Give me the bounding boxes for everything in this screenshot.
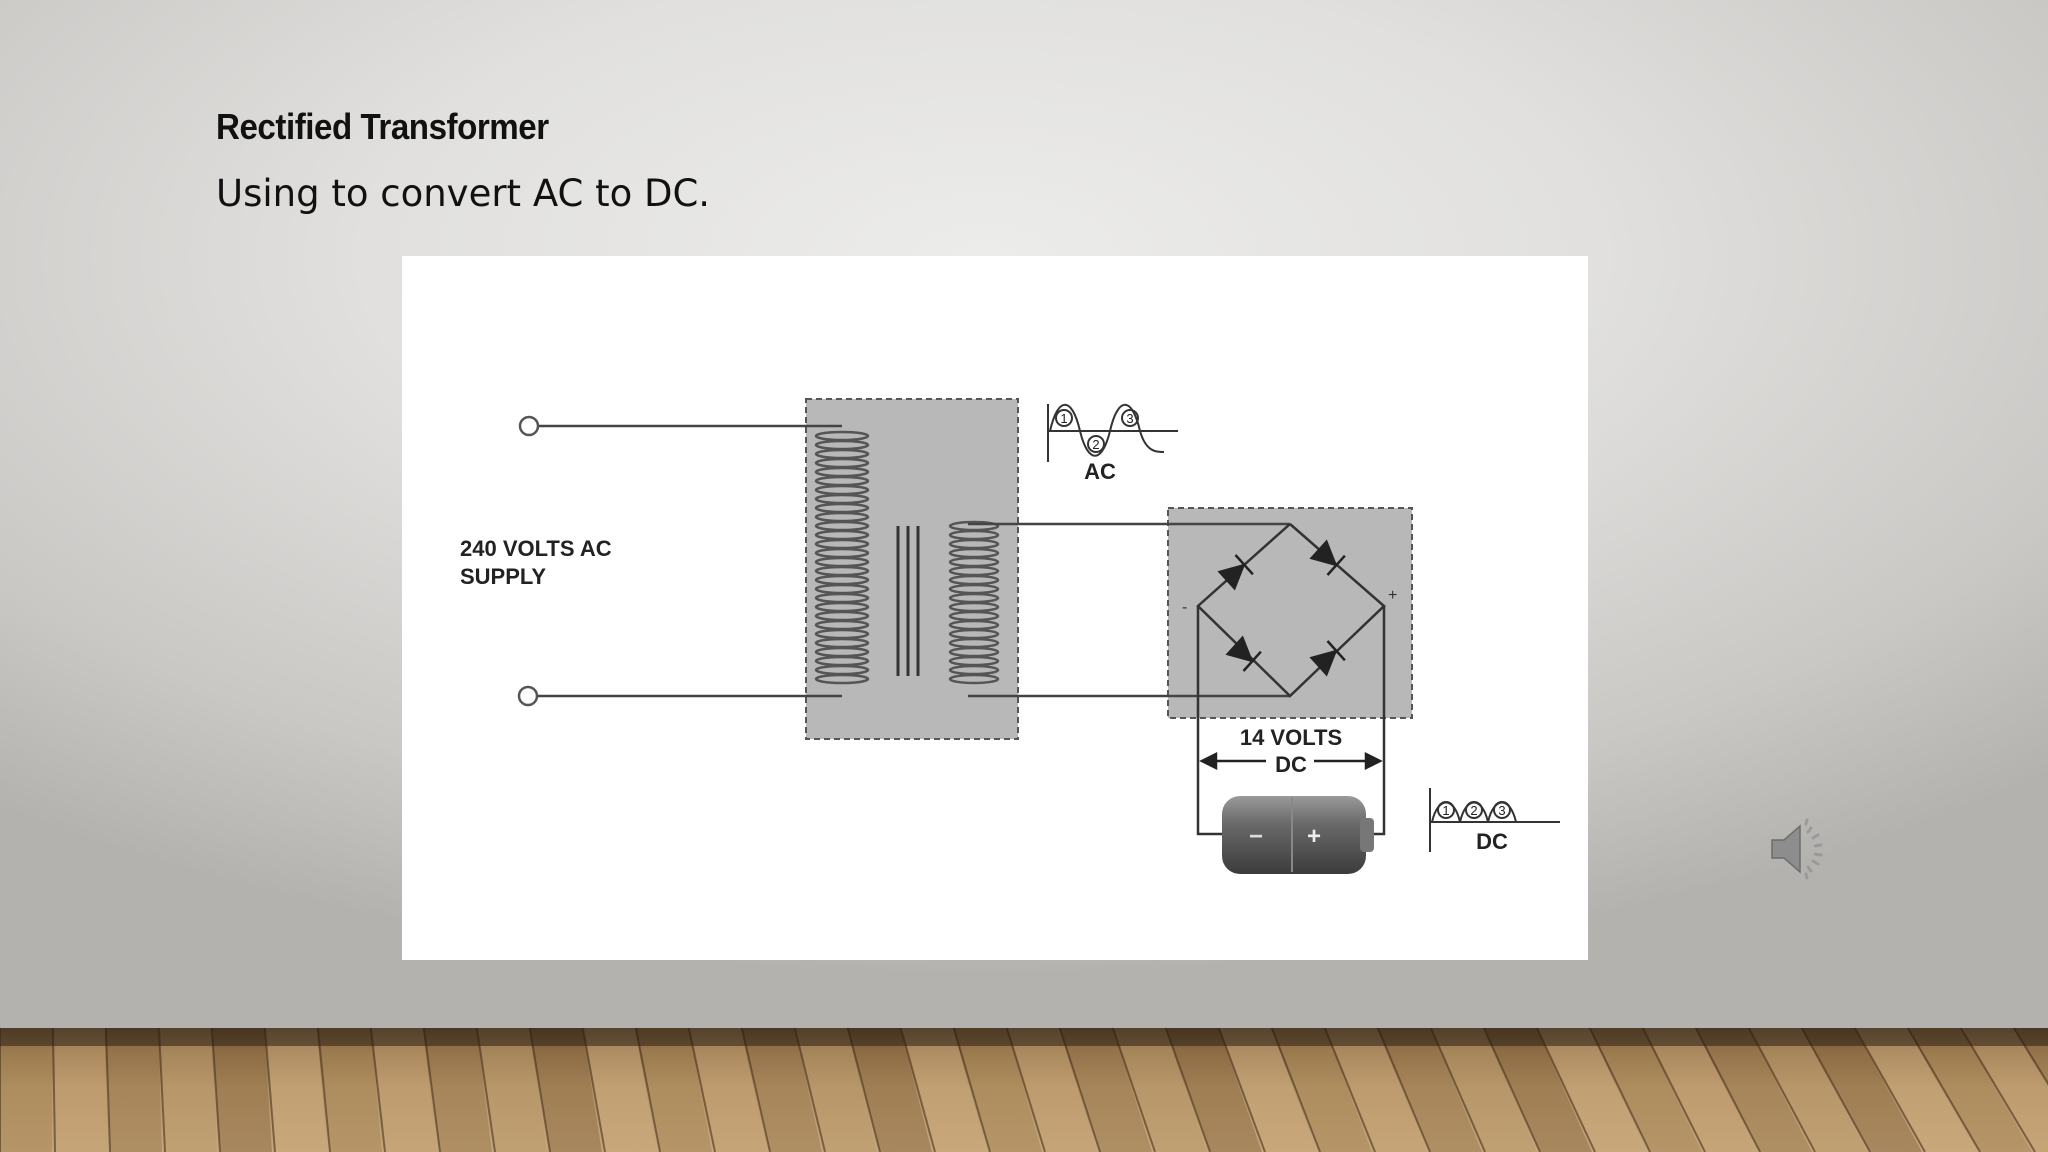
output-voltage-line1: 14 VOLTS (1240, 725, 1342, 750)
bridge-rectifier-box (1167, 507, 1413, 719)
circuit-diagram-svg: 240 VOLTS AC SUPPLY (460, 398, 1560, 874)
primary-coil (814, 430, 870, 685)
diodes (1217, 539, 1346, 677)
dc-marker-2: 2 (1470, 803, 1477, 818)
ac-waveform-icon (1047, 403, 1178, 462)
dc-marker-1: 1 (1442, 803, 1449, 818)
ac-marker-1: 1 (1060, 411, 1067, 426)
transformer-core (896, 526, 920, 676)
voltage-arrow (1199, 751, 1383, 771)
battery-minus-label: − (1249, 823, 1263, 850)
battery-icon (1222, 796, 1374, 874)
bridge-minus-label: - (1182, 599, 1187, 616)
ac-marker-2: 2 (1092, 437, 1099, 452)
dc-marker-3: 3 (1498, 803, 1505, 818)
diode-3 (1225, 635, 1262, 672)
ac-wave-label: AC (1084, 459, 1116, 484)
diode-4 (1309, 640, 1346, 677)
diode-1 (1217, 554, 1254, 591)
wood-floor (0, 1028, 2048, 1152)
output-voltage-line2: DC (1275, 752, 1307, 777)
terminal-top (518, 415, 540, 437)
supply-label-line2: SUPPLY (460, 564, 546, 589)
secondary-coil (948, 520, 1000, 685)
dc-wave-label: DC (1476, 829, 1508, 854)
dc-waveform-icon (1429, 788, 1560, 852)
terminal-bottom (517, 685, 539, 707)
secondary-wires (968, 522, 1290, 698)
supply-label-line1: 240 VOLTS AC (460, 536, 612, 561)
supply-wires (538, 424, 842, 698)
slide-background: Rectified Transformer Using to convert A… (0, 0, 2048, 1028)
ac-marker-3: 3 (1126, 411, 1133, 426)
slide-subtitle: Using to convert AC to DC. (216, 172, 711, 215)
slide-title: Rectified Transformer (216, 106, 549, 147)
audio-speaker-icon[interactable] (1766, 816, 1838, 882)
battery-plus-label: + (1307, 823, 1321, 850)
bridge-plus-label: + (1388, 587, 1397, 604)
diode-2 (1309, 539, 1346, 576)
rectifier-diagram: 240 VOLTS AC SUPPLY (402, 256, 1588, 960)
